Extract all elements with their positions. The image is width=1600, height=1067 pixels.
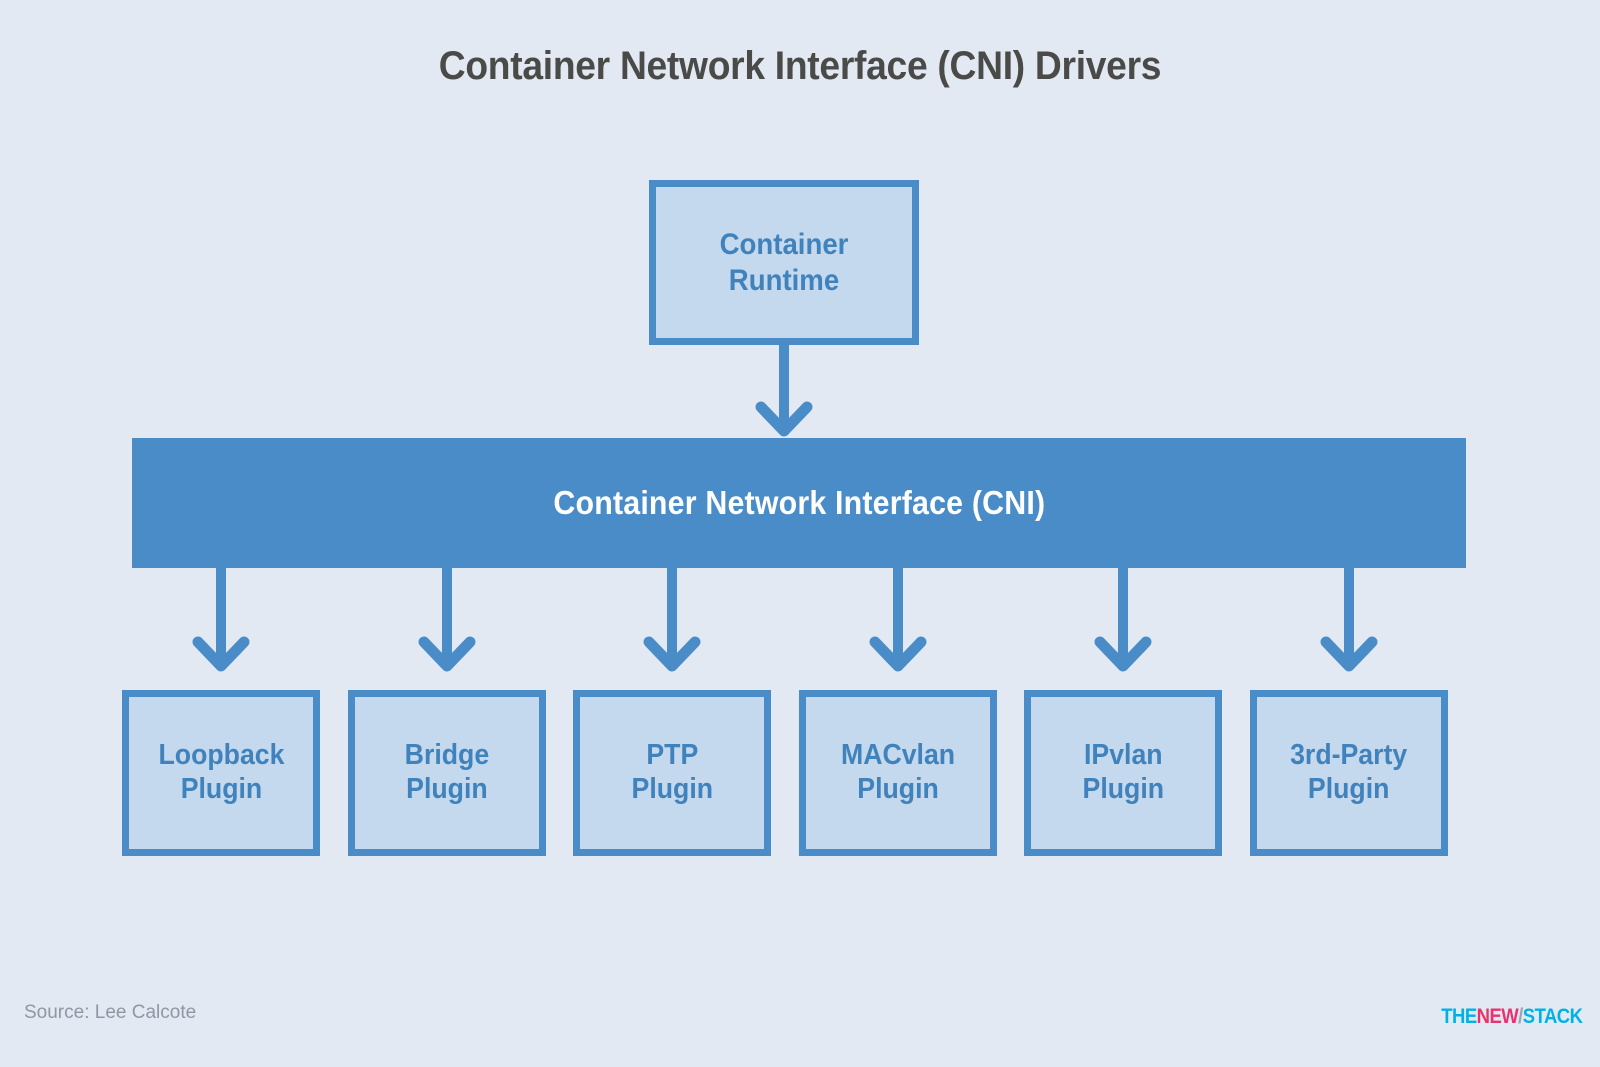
page-title: Container Network Interface (CNI) Driver…: [438, 44, 1162, 88]
arrow-runtime-to-cni: [755, 345, 813, 437]
node-container-runtime: Container Runtime: [649, 180, 919, 345]
node-cni-bar: Container Network Interface (CNI): [132, 438, 1466, 568]
node-plugin-ipvlan: IPvlan Plugin: [1024, 690, 1222, 856]
logo-slash-icon: /: [1517, 1005, 1523, 1028]
node-plugin-loopback-label: Loopback Plugin: [157, 739, 285, 805]
node-plugin-ipvlan-label: IPvlan Plugin: [1082, 739, 1164, 805]
node-plugin-third-party-label: 3rd-Party Plugin: [1290, 739, 1408, 805]
node-plugin-macvlan-label: MACvlan Plugin: [840, 739, 956, 805]
arrow-cni-to-third-party: [1320, 568, 1378, 672]
arrow-cni-to-loopback: [192, 568, 250, 672]
arrow-cni-to-ptp: [643, 568, 701, 672]
logo-part-new: NEW: [1476, 1005, 1518, 1028]
node-plugin-bridge-label: Bridge Plugin: [404, 739, 490, 805]
arrow-cni-to-macvlan: [869, 568, 927, 672]
node-plugin-ptp-label: PTP Plugin: [631, 739, 713, 805]
node-plugin-macvlan: MACvlan Plugin: [799, 690, 997, 856]
source-attribution: Source: Lee Calcote: [24, 1002, 197, 1023]
the-new-stack-logo: THENEW/STACK: [1440, 1005, 1583, 1029]
node-plugin-ptp: PTP Plugin: [573, 690, 771, 856]
node-plugin-loopback: Loopback Plugin: [122, 690, 320, 856]
arrow-cni-to-bridge: [418, 568, 476, 672]
logo-part-stack: STACK: [1522, 1005, 1582, 1028]
node-plugin-bridge: Bridge Plugin: [348, 690, 546, 856]
logo-part-the: THE: [1440, 1005, 1477, 1028]
plugin-row: Loopback Plugin Bridge Plugin PTP Plugin…: [122, 690, 1478, 856]
node-container-runtime-label: Container Runtime: [719, 228, 849, 297]
node-cni-bar-label: Container Network Interface (CNI): [553, 484, 1045, 521]
arrow-cni-to-ipvlan: [1094, 568, 1152, 672]
node-plugin-third-party: 3rd-Party Plugin: [1250, 690, 1448, 856]
